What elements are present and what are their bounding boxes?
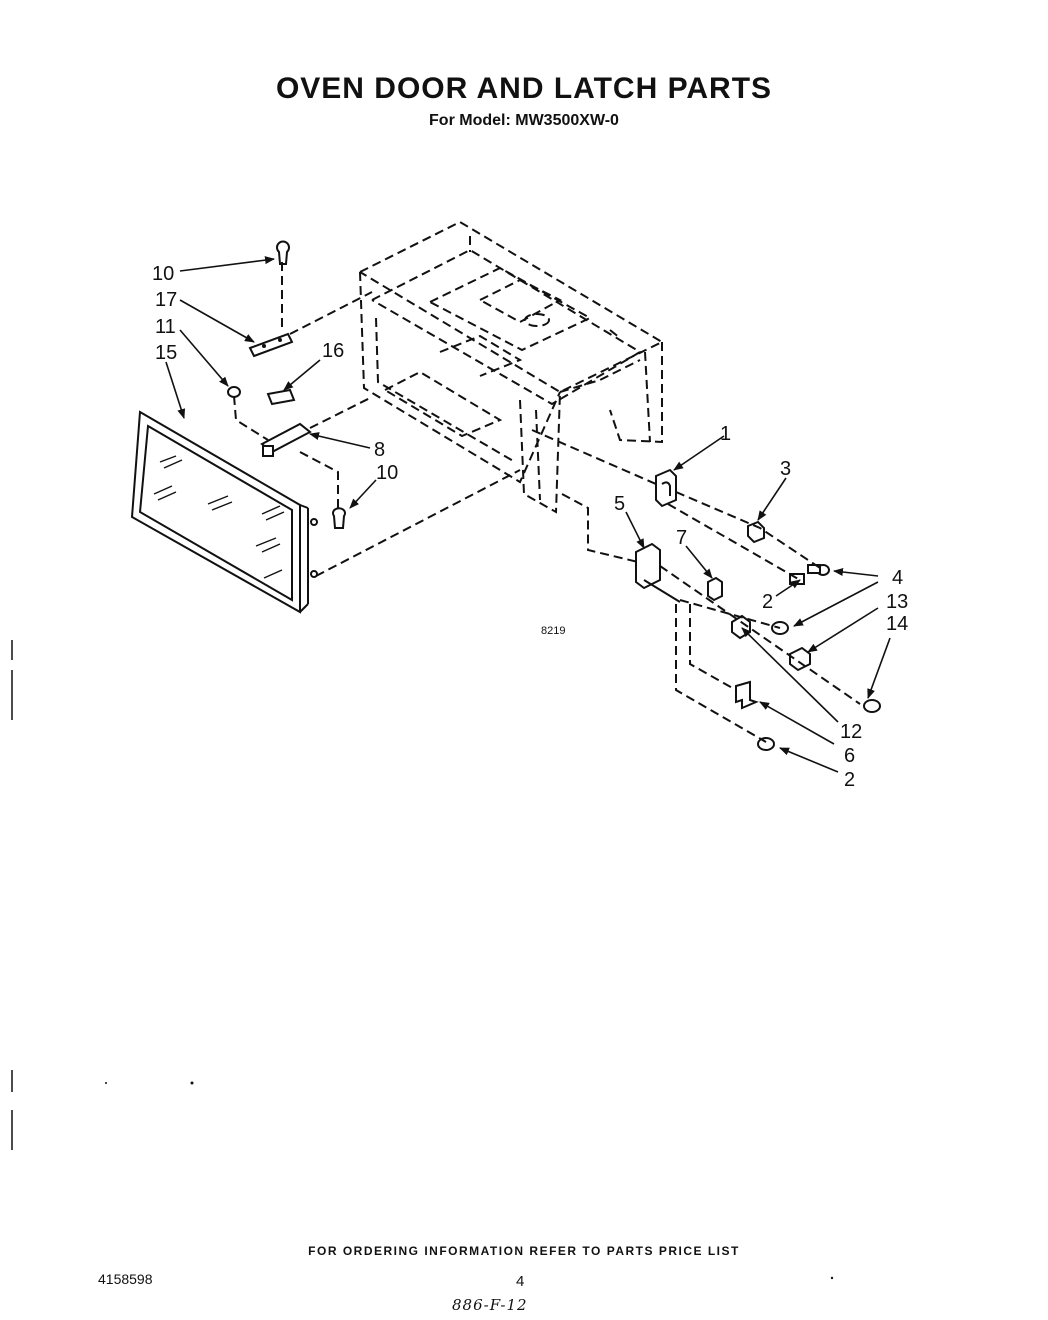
callout-2-middle: 2	[762, 591, 773, 613]
callout-leaders	[165, 256, 891, 773]
oven-cabinet-outline	[359, 220, 665, 514]
hinge-washer	[227, 386, 241, 398]
hinge-spacer-block	[266, 388, 296, 406]
interlock-switch-holder	[635, 542, 681, 603]
callout-12: 12	[840, 721, 862, 743]
switch-screw-right	[863, 699, 881, 713]
hinge-screw-top	[276, 240, 290, 265]
callout-3: 3	[780, 458, 791, 480]
document-number: 4158598	[98, 1271, 153, 1287]
callout-labels: 10 17 11 15 16 8 10 1 3 5 7 4 2 13 14 12…	[152, 263, 908, 791]
callout-14: 14	[886, 613, 908, 635]
oven-door-panel	[130, 410, 318, 614]
page-number: 4	[516, 1273, 525, 1290]
switch-screw-bottom	[757, 737, 775, 751]
callout-1: 1	[720, 423, 731, 445]
hinge-plate-holes	[262, 338, 282, 348]
lower-hinge-bracket	[260, 422, 312, 457]
model-subtitle: For Model: MW3500XW-0	[429, 112, 619, 129]
monitor-switch	[789, 646, 811, 672]
callout-6: 6	[844, 745, 855, 767]
handwritten-note: 886-F-12	[452, 1296, 528, 1314]
callout-4: 4	[892, 567, 903, 589]
callout-11: 11	[155, 316, 176, 338]
scan-specks	[105, 1081, 834, 1280]
callout-10-top: 10	[152, 263, 174, 285]
callout-15: 15	[155, 342, 177, 364]
hinge-screw-bottom	[332, 507, 346, 529]
switch-mount-plate	[735, 680, 759, 710]
callout-7: 7	[676, 527, 687, 549]
callout-13: 13	[886, 591, 908, 613]
callout-5: 5	[614, 493, 625, 515]
callout-10-bottom: 10	[376, 462, 398, 484]
latch-hook	[747, 520, 765, 544]
page-title: OVEN DOOR AND LATCH PARTS	[275, 72, 773, 105]
callout-17: 17	[155, 289, 177, 311]
callout-2-bottom: 2	[844, 769, 855, 791]
assembly-dash-lines	[233, 262, 861, 743]
callout-8: 8	[374, 439, 385, 461]
ordering-info-note: FOR ORDERING INFORMATION REFER TO PARTS …	[308, 1244, 740, 1258]
callout-16: 16	[322, 340, 344, 362]
switch-actuator	[707, 576, 723, 602]
latch-bracket	[655, 468, 677, 508]
upper-hinge-plate	[248, 332, 294, 358]
figure-code: 8219	[541, 625, 565, 637]
